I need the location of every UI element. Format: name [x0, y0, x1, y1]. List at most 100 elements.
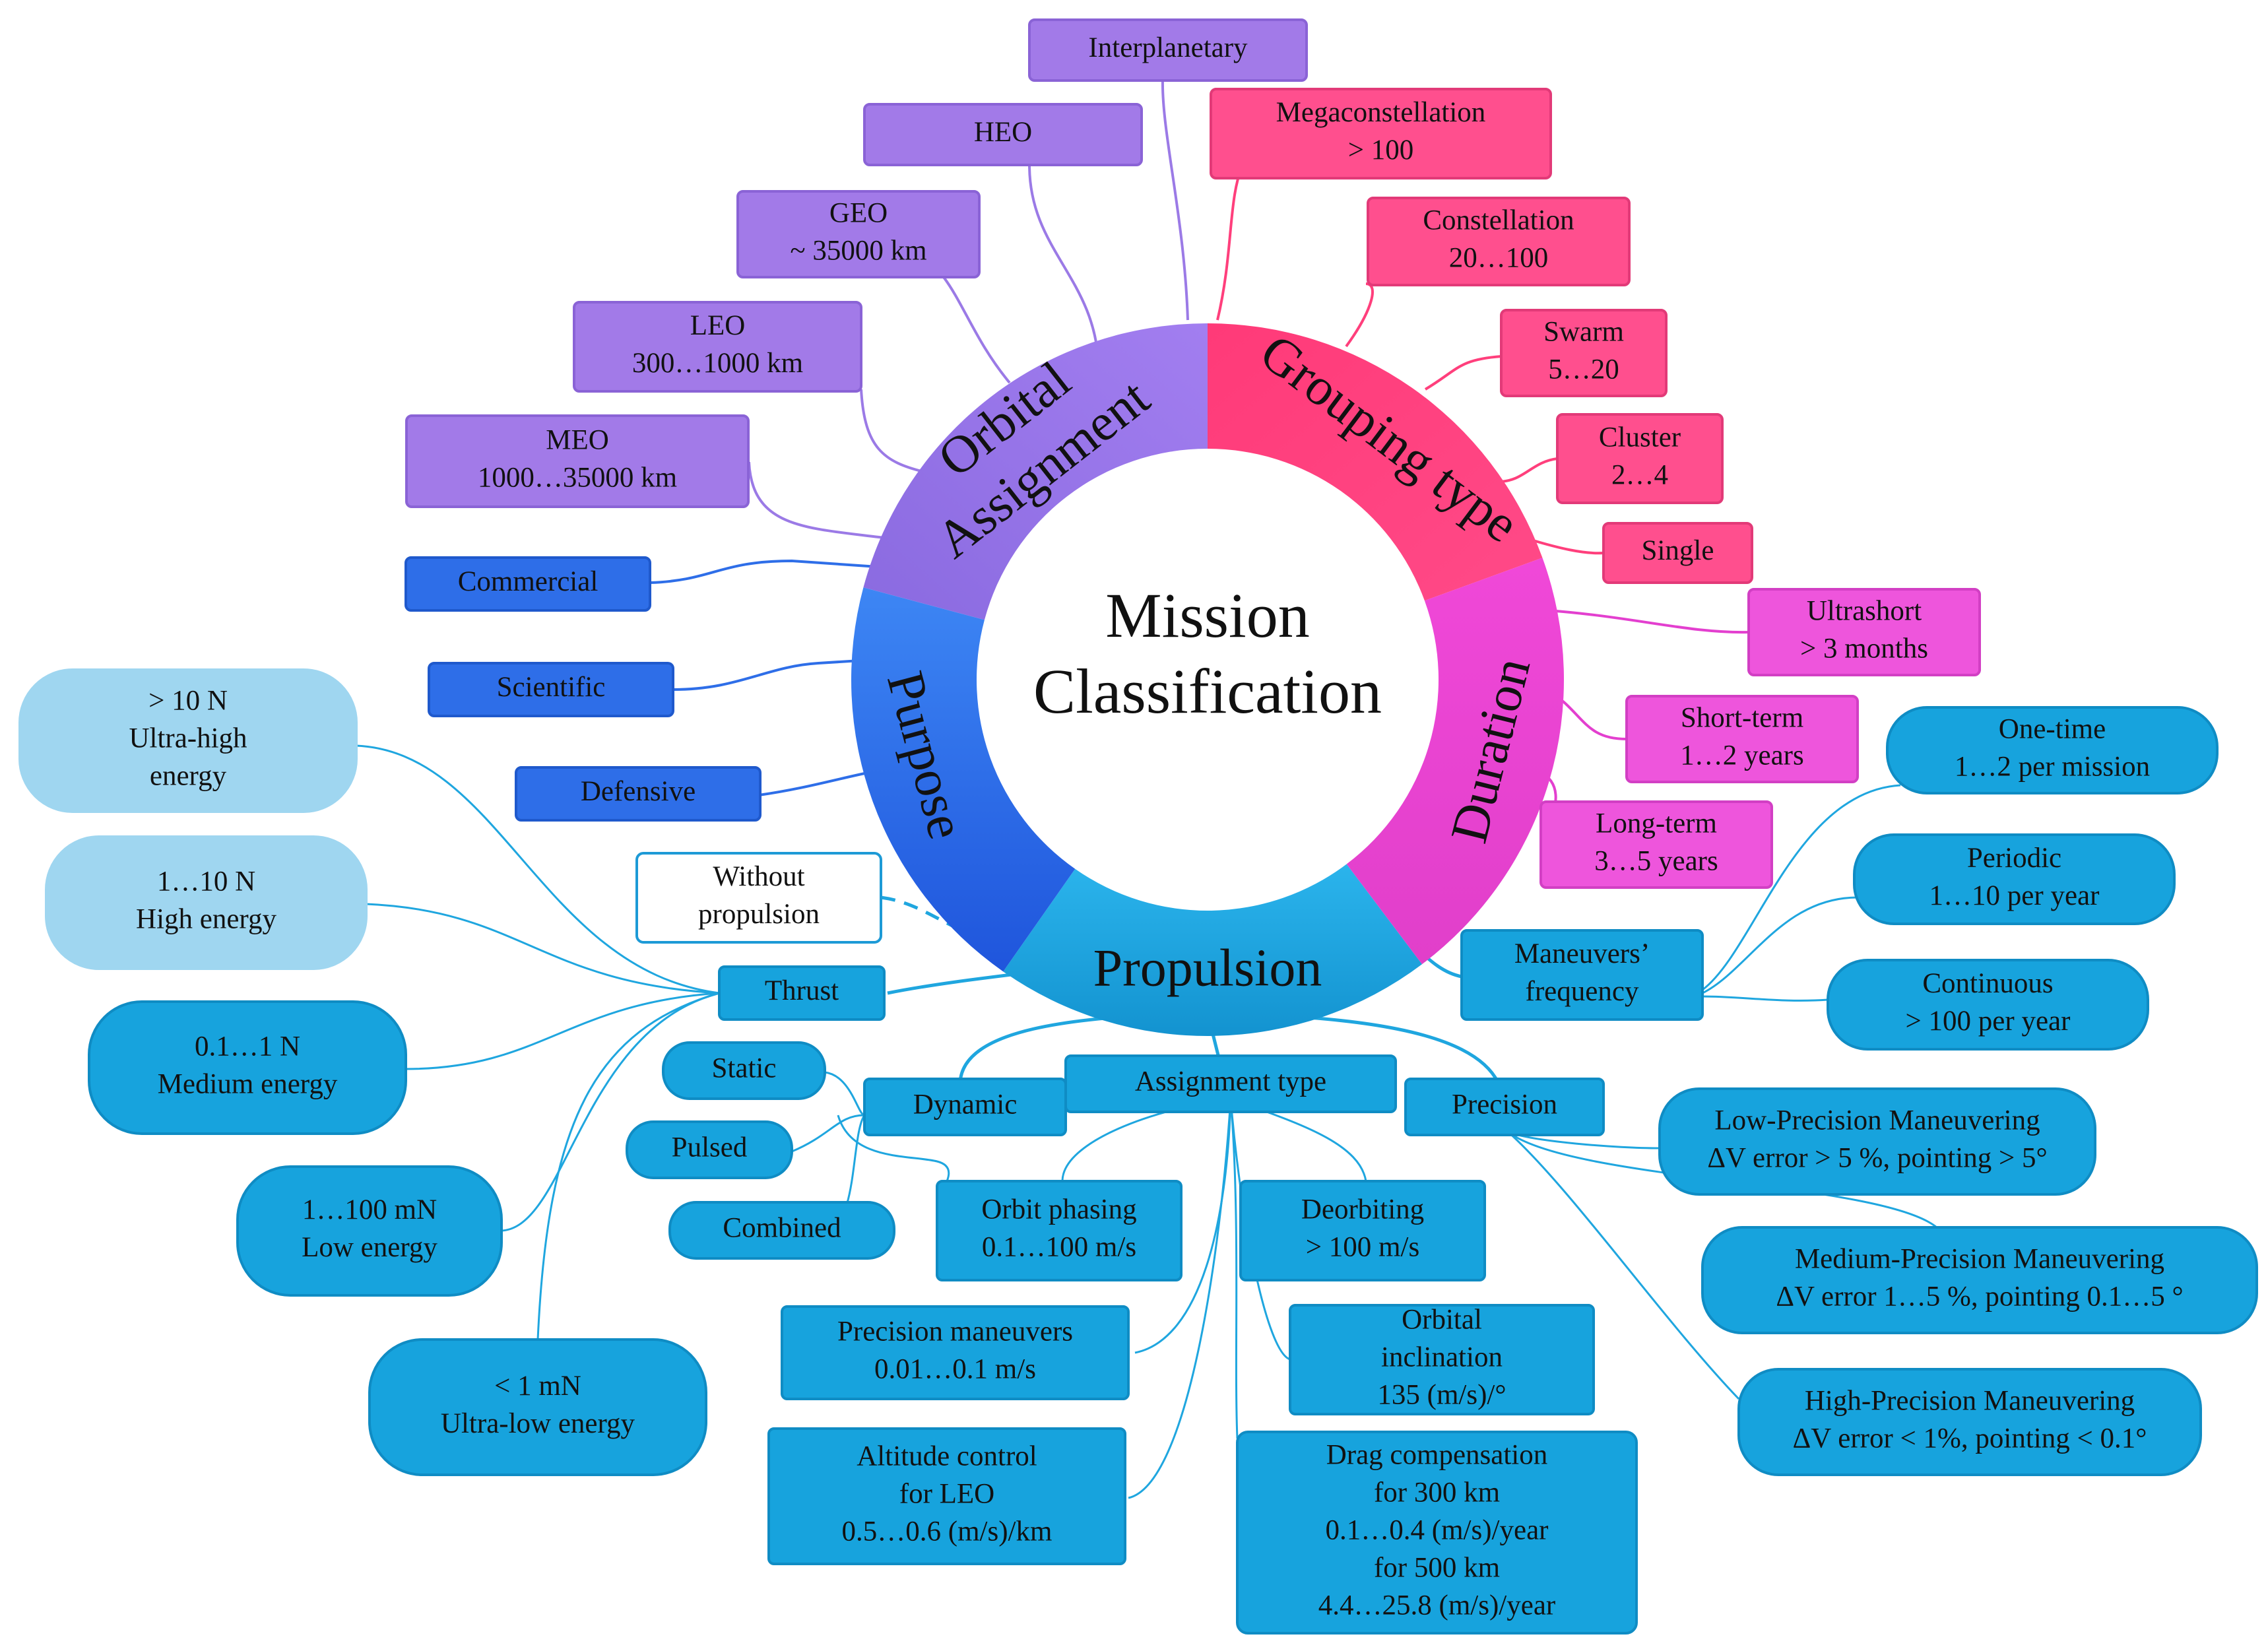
node-label-line: LEO: [690, 310, 746, 341]
center-disk: [978, 450, 1437, 909]
node-cluster: Cluster 2…4: [1556, 413, 1724, 504]
node-box: [718, 965, 886, 1021]
node-label-line: Ultra-high: [129, 723, 247, 754]
connector-pulsed: [791, 1114, 865, 1153]
node-label-line: ~ 35000 km: [790, 235, 926, 266]
node-label-line: 1…2 years: [1680, 740, 1803, 771]
node-commercial: Commercial: [405, 556, 651, 612]
node-label-line: > 100 m/s: [1306, 1231, 1419, 1262]
node-interplanetary: Interplanetary: [1028, 18, 1308, 82]
node-label-line: 0.5…0.6 (m/s)/km: [842, 1516, 1053, 1547]
node-label-line: 1…10 per year: [1929, 880, 2100, 911]
node-label-line: energy: [150, 760, 227, 791]
connector-scientific: [672, 659, 872, 691]
node-label-line: Without: [713, 861, 804, 892]
node-label-line: < 1 mN: [494, 1371, 581, 1402]
connector-single: [1530, 538, 1604, 555]
connector-heo: [1028, 164, 1100, 367]
node-box: [626, 1120, 793, 1179]
node-label-line: 1…2 per mission: [1955, 751, 2150, 782]
node-box: [1500, 309, 1668, 397]
node-label-line: Defensive: [581, 776, 696, 807]
connector-ultra-low: [536, 992, 720, 1340]
node-box: [662, 1041, 826, 1100]
node-scientific: Scientific: [428, 662, 674, 717]
node-label-line: > 100 per year: [1906, 1006, 2071, 1037]
node-thrust: Thrust: [718, 965, 886, 1021]
connector-ultra-high: [356, 744, 720, 994]
node-geo: GEO ~ 35000 km: [736, 190, 981, 278]
connector-defensive: [758, 771, 872, 796]
node-box: [1658, 1087, 2096, 1196]
node-label-line: Short-term: [1681, 702, 1803, 733]
node-label-line: Periodic: [1967, 843, 2061, 874]
node-heo: HEO: [863, 103, 1143, 166]
connector-swarm: [1424, 355, 1502, 391]
connector-leo: [860, 389, 924, 473]
node-precision-maneuvers: Precision maneuvers 0.01…0.1 m/s: [781, 1305, 1130, 1400]
node-label-line: 20…100: [1449, 242, 1549, 273]
node-label-line: Cluster: [1599, 422, 1681, 453]
center-title-line-2: Classification: [1033, 656, 1382, 727]
node-label-line: Long-term: [1596, 808, 1717, 839]
node-label-line: > 3 months: [1800, 633, 1928, 664]
node-deorbiting: Deorbiting> 100 m/s: [1239, 1180, 1486, 1281]
node-box: [368, 1338, 707, 1476]
node-static: Static: [662, 1041, 826, 1100]
node-label-line: HEO: [974, 117, 1032, 148]
node-label-line: 1…100 mN: [302, 1194, 437, 1225]
node-label-line: frequency: [1526, 976, 1639, 1007]
node-defensive: Defensive: [515, 766, 761, 822]
node-label-line: Pulsed: [672, 1132, 748, 1163]
node-box: [515, 766, 761, 822]
node-box: [1886, 706, 2219, 794]
node-label-line: propulsion: [698, 899, 820, 930]
node-label-line: 2…4: [1611, 459, 1668, 490]
sector-label-propulsion: Propulsion: [1093, 939, 1322, 997]
node-box: [236, 1165, 503, 1297]
node-box: [405, 414, 750, 508]
node-label-line: ΔV error < 1%, pointing < 0.1°: [1793, 1423, 2147, 1454]
node-box: [1539, 800, 1773, 889]
sector-propulsion: [1003, 864, 1422, 1036]
node-label-line: Static: [712, 1052, 777, 1084]
node-label-line: High-Precision Maneuvering: [1805, 1385, 2135, 1416]
node-label-line: High energy: [136, 903, 276, 934]
node-dynamic: Dynamic: [863, 1078, 1067, 1136]
node-precision: Precision: [1404, 1078, 1605, 1136]
connector-static: [824, 1071, 865, 1117]
node-label-line: 0.01…0.1 m/s: [874, 1353, 1036, 1384]
node-box: [1210, 88, 1552, 179]
node-label-line: ΔV error > 5 %, pointing > 5°: [1707, 1142, 2047, 1173]
node-label-line: Commercial: [458, 566, 599, 597]
node-box: [863, 103, 1143, 166]
node-label-line: Scientific: [497, 672, 606, 703]
node-box: [1367, 197, 1631, 286]
node-label-line: GEO: [829, 197, 888, 228]
node-ultrashort: Ultrashort> 3 months: [1747, 588, 1981, 676]
node-label-line: MEO: [546, 424, 609, 455]
connector-at-precision-maneuvers: [1134, 1098, 1232, 1354]
sector-purpose: [851, 587, 1076, 972]
node-label-line: for 300 km: [1374, 1477, 1500, 1508]
node-box: [405, 556, 651, 612]
node-label-line: > 100: [1348, 135, 1414, 166]
node-combined: Combined: [668, 1201, 895, 1260]
node-label-line: ΔV error 1…5 %, pointing 0.1…5 °: [1776, 1281, 2183, 1312]
node-label-line: Precision maneuvers: [837, 1316, 1073, 1347]
node-box: [1602, 522, 1753, 584]
node-box: [573, 301, 862, 393]
connector-periodic: [1702, 896, 1858, 994]
node-box: [635, 852, 882, 944]
connector-meo: [748, 461, 885, 539]
node-label-line: Drag compensation: [1326, 1439, 1548, 1470]
